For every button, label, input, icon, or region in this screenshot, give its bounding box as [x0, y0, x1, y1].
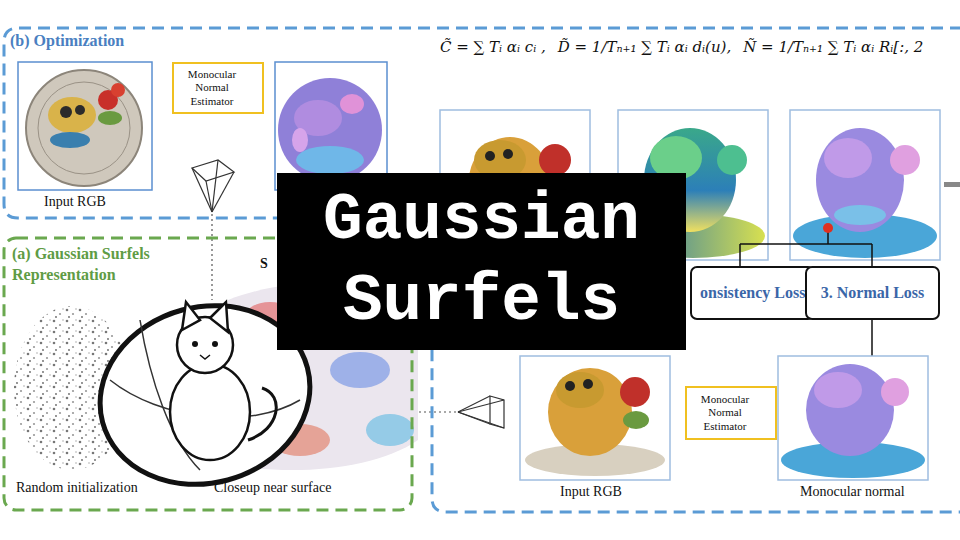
lock-icon — [759, 415, 770, 432]
normal-image — [275, 62, 387, 190]
image-caption: Input RGB — [560, 484, 622, 500]
loss-label: onsistency Loss — [700, 284, 805, 302]
partial-label: S — [260, 256, 268, 272]
loss-box: onsistency Loss — [690, 266, 815, 320]
formula: Ñ = 1/Tₙ₊₁ ∑ Tᵢ αᵢ Rᵢ[:, 2 — [743, 38, 923, 56]
split-bracket — [740, 228, 872, 360]
formula: C̃ = ∑ Tᵢ αᵢ cᵢ , — [440, 38, 546, 56]
image-caption: Monocular normal — [800, 484, 905, 500]
region-heading: (b) Optimization — [10, 32, 124, 50]
red-dot — [823, 223, 833, 233]
lock-icon — [245, 89, 256, 106]
bottom-input-rgb-image — [520, 356, 670, 480]
formula-row: C̃ = ∑ Tᵢ αᵢ cᵢ , D̃ = 1/Tₙ₊₁ ∑ Tᵢ αᵢ dᵢ(… — [440, 38, 923, 56]
estimator-label: Monocular Normal Estimator — [178, 68, 246, 108]
title-box: Gaussian Surfels — [277, 173, 686, 350]
title: Gaussian Surfels — [312, 181, 652, 342]
input-rgb-image — [18, 62, 152, 190]
loss-label: 3. Normal Loss — [821, 284, 925, 302]
image-caption: Input RGB — [44, 194, 106, 210]
region-heading: (a) Gaussian Surfels Representation — [12, 244, 188, 286]
formula: D̃ = 1/Tₙ₊₁ ∑ Tᵢ αᵢ dᵢ(u), — [558, 38, 731, 56]
camera-frustum — [192, 160, 234, 300]
rendered-normal-image — [790, 110, 940, 260]
estimator-box: Monocular Normal Estimator — [685, 386, 777, 440]
estimator-box: Monocular Normal Estimator — [172, 62, 264, 114]
image-caption: Closeup near surface — [214, 480, 331, 496]
dashed-outline — [4, 28, 960, 512]
estimator-label: Monocular Normal Estimator — [691, 393, 759, 433]
loss-box: 3. Normal Loss — [805, 266, 940, 320]
monocular-normal-image — [778, 356, 928, 480]
image-caption: Random initialization — [16, 480, 138, 496]
arrow-stub — [944, 182, 960, 187]
